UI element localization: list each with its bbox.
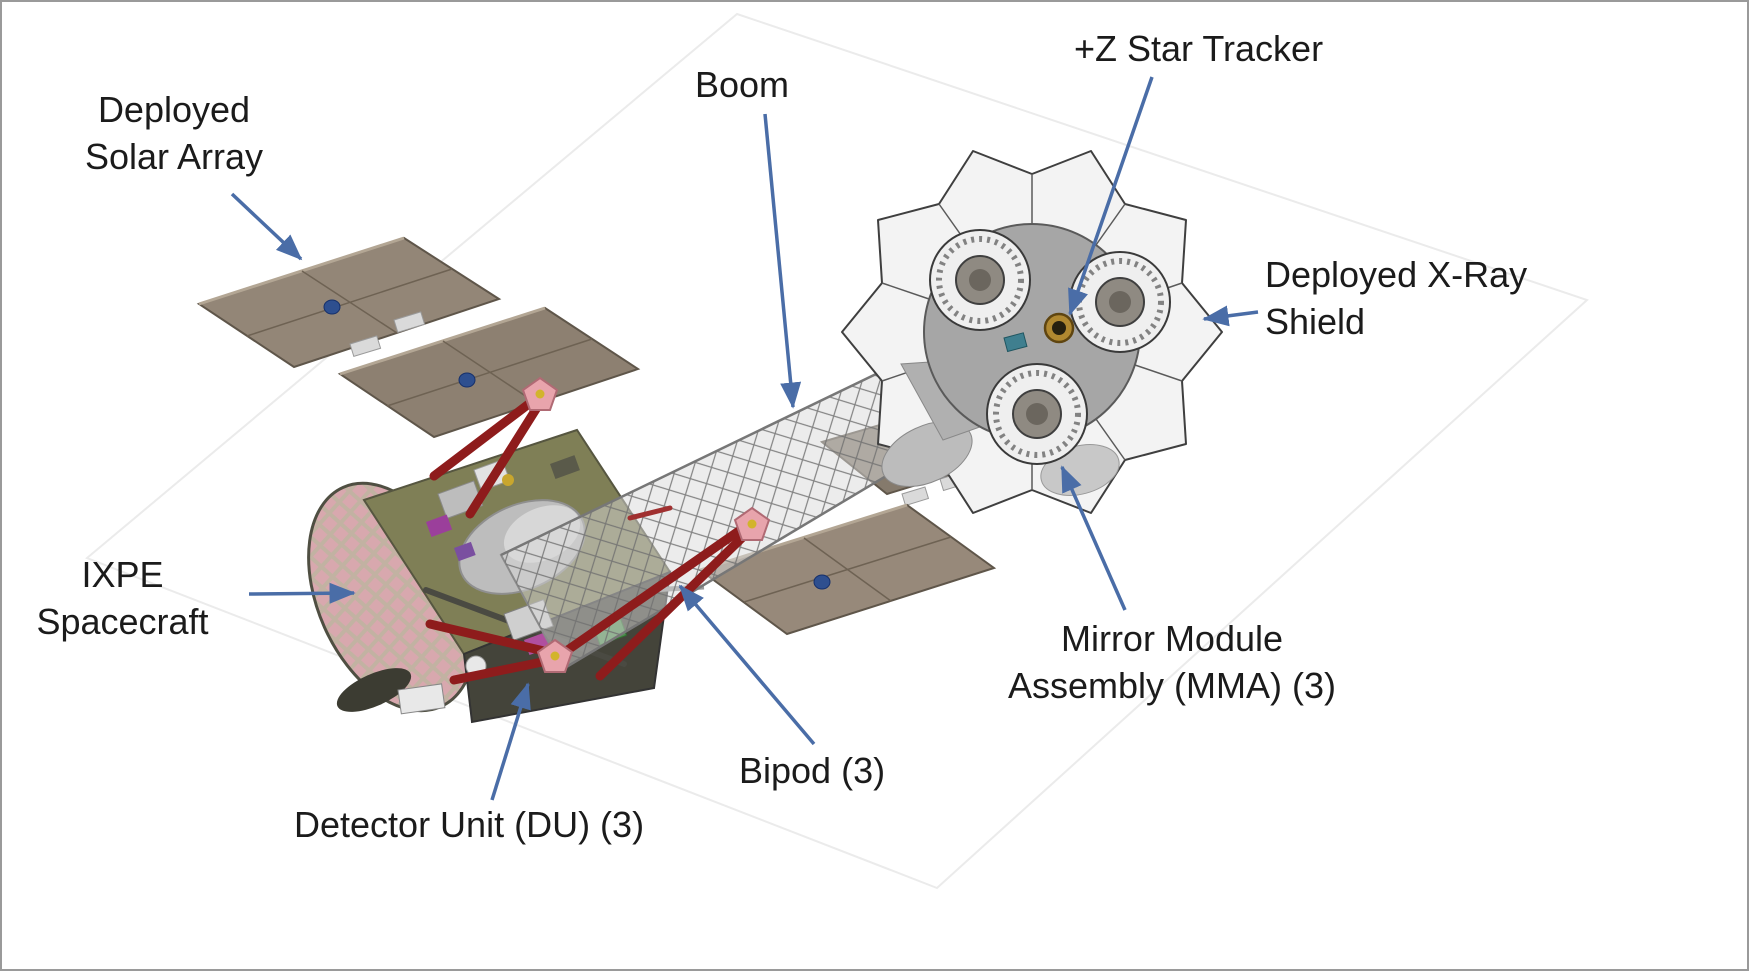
mma-assembly <box>841 150 1223 514</box>
bipod-strut <box>429 395 539 481</box>
spacecraft-label-line1: IXPE <box>81 554 164 595</box>
panel-hinge <box>393 311 426 334</box>
mirror-module-3 <box>986 363 1088 465</box>
payload-electronics <box>426 514 453 538</box>
solar-array-label-line1: Deployed <box>97 89 251 130</box>
bus-lower-equipment <box>336 668 412 712</box>
boom-edge <box>562 440 944 671</box>
bipod-strut <box>449 655 557 685</box>
spacecraft-label: IXPE Spacecraft <box>10 552 235 646</box>
xray-shield-arrow <box>1202 305 1259 327</box>
panel-highlight-edge <box>198 236 405 306</box>
deck-instrument <box>1003 332 1028 353</box>
solar-array-label-line2: Solar Array <box>84 135 264 177</box>
boom-label: Boom <box>695 64 790 105</box>
panel-frame-line <box>246 268 453 337</box>
detector-unit-arrow <box>490 682 531 801</box>
solar-array-label: Deployed Solar Array <box>54 87 294 181</box>
boom-truss <box>499 360 945 671</box>
mma-label-line1: Mirror Module <box>1060 618 1284 659</box>
panel-hinge <box>901 486 930 507</box>
spacecraft-arrow <box>248 582 356 604</box>
bipod-strut <box>465 401 543 519</box>
solar-array-left-wing <box>196 236 641 439</box>
panel-marker-dot <box>813 574 831 590</box>
mma-arrow <box>1060 465 1127 611</box>
mma-label: Mirror Module Assembly (MMA) (3) <box>987 616 1357 710</box>
bipod-strut <box>595 527 753 681</box>
panel-frame-line <box>386 338 593 407</box>
bipod-strut <box>557 521 751 659</box>
panel-highlight-edge <box>339 306 546 376</box>
bipod-label: Bipod (3) <box>739 750 886 791</box>
panel-marker-dot <box>458 372 476 388</box>
boom-lattice <box>501 362 943 669</box>
bipod-strut <box>425 619 553 657</box>
spacecraft-label-line2: Spacecraft <box>36 600 209 642</box>
fitting-bolt <box>747 519 757 529</box>
xray-shield-label: Deployed X-Ray Shield <box>1265 252 1595 346</box>
mma-label-line2: Assembly (MMA) (3) <box>1007 664 1336 706</box>
background-wireframe <box>85 12 1589 890</box>
xray-shield-label-line2: Shield <box>1265 300 1366 342</box>
bipod-arrow <box>678 584 816 746</box>
xray-shield-label-line1: Deployed X-Ray <box>1265 254 1528 295</box>
bipods <box>425 376 771 685</box>
payload-electronics <box>454 541 476 562</box>
panel-frame-line <box>743 536 952 603</box>
panel-marker-dot <box>323 299 341 315</box>
star-tracker-arrow <box>1068 76 1154 316</box>
annotation-arrows <box>230 76 1259 801</box>
panel-hinge <box>349 335 382 358</box>
bus-white-box <box>397 683 446 715</box>
fitting-bolt <box>550 651 560 661</box>
deck-fitting-dot <box>502 474 514 486</box>
boom-edge <box>500 360 902 557</box>
star-tracker <box>1043 312 1075 344</box>
avionics-box <box>550 455 580 480</box>
fitting-bolt <box>535 389 545 399</box>
boom-arrow <box>763 113 802 409</box>
detector-unit-label: Detector Unit (DU) (3) <box>294 804 645 845</box>
boom-red-fitting <box>627 505 673 521</box>
mirror-module-1 <box>929 229 1031 331</box>
solar-array-arrow <box>230 192 303 261</box>
star-tracker-label: +Z Star Tracker <box>1074 28 1324 69</box>
